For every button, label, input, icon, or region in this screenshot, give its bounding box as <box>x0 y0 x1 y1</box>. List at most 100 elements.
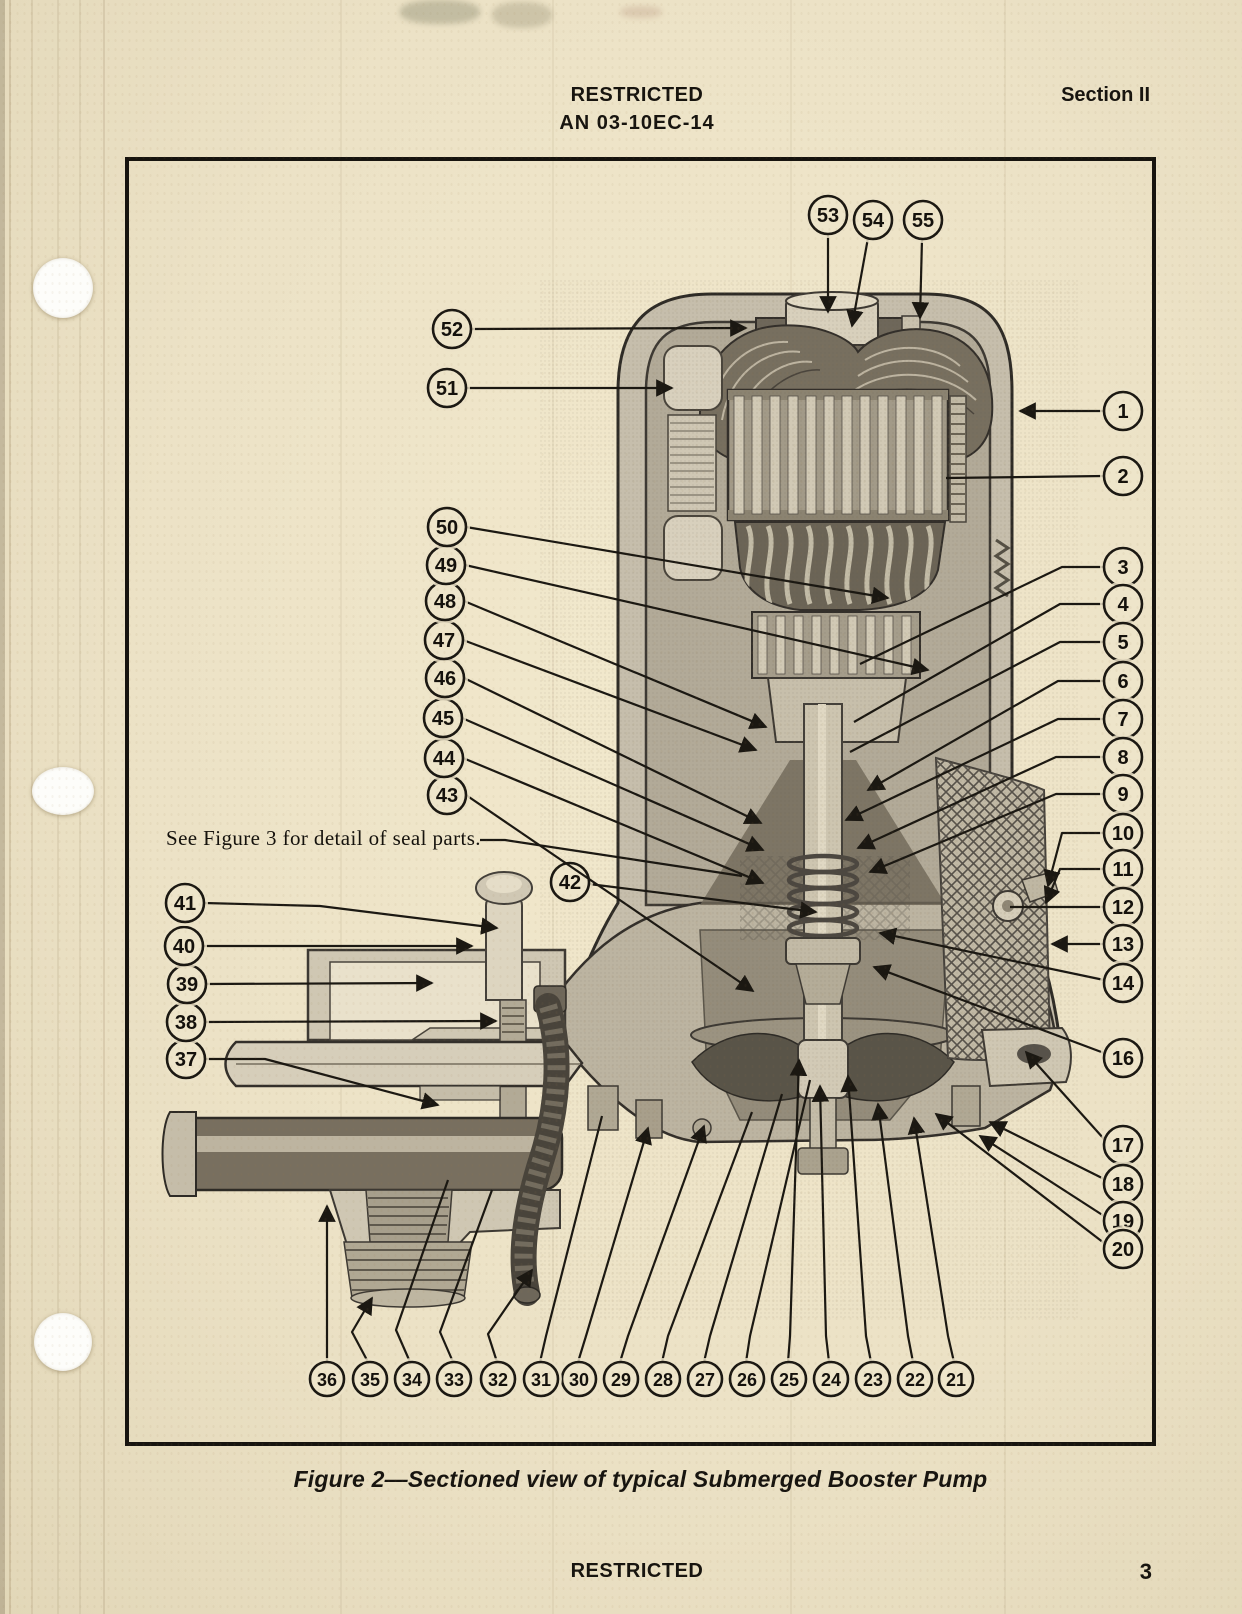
svg-text:53: 53 <box>817 205 839 227</box>
svg-text:37: 37 <box>175 1049 197 1071</box>
svg-text:38: 38 <box>175 1012 197 1034</box>
callout-2: 2 <box>945 453 1146 499</box>
svg-text:2: 2 <box>1117 466 1128 488</box>
svg-text:29: 29 <box>611 1370 631 1390</box>
callout-45: 45 <box>420 695 765 852</box>
callout-43: 43 <box>424 772 755 992</box>
svg-text:3: 3 <box>1117 557 1128 579</box>
callout-39: 39 <box>164 961 434 1007</box>
svg-text:54: 54 <box>862 210 885 232</box>
callout-7: 7 <box>844 696 1146 822</box>
callout-30: 30 <box>558 1126 652 1400</box>
callout-33: 33 <box>433 1189 494 1400</box>
svg-text:30: 30 <box>569 1370 589 1390</box>
note-leader-line <box>480 838 743 878</box>
svg-text:13: 13 <box>1112 934 1134 956</box>
callout-55: 55 <box>900 197 946 320</box>
callout-46: 46 <box>422 655 763 824</box>
inlet-flange-assembly <box>161 871 584 1308</box>
svg-text:47: 47 <box>433 630 455 652</box>
page-number: 3 <box>1139 1559 1152 1584</box>
svg-text:46: 46 <box>434 668 456 690</box>
svg-text:11: 11 <box>1112 859 1133 881</box>
figure-caption: Figure 2—Sectioned view of typical Subme… <box>293 1466 988 1492</box>
svg-text:10: 10 <box>1112 823 1134 845</box>
callout-35: 35 <box>349 1296 391 1400</box>
callout-22: 22 <box>871 1102 936 1400</box>
svg-text:18: 18 <box>1112 1174 1134 1196</box>
svg-text:4: 4 <box>1117 594 1129 616</box>
callout-31: 31 <box>520 1115 604 1400</box>
callout-14: 14 <box>878 927 1146 1006</box>
svg-text:49: 49 <box>435 555 457 577</box>
callout-1: 1 <box>1018 388 1146 434</box>
svg-text:36: 36 <box>317 1370 337 1390</box>
svg-text:14: 14 <box>1112 973 1135 995</box>
svg-text:43: 43 <box>436 785 458 807</box>
punch-hole <box>33 258 93 318</box>
svg-text:35: 35 <box>360 1370 380 1390</box>
svg-text:50: 50 <box>436 517 458 539</box>
svg-text:33: 33 <box>444 1370 464 1390</box>
svg-text:32: 32 <box>488 1370 508 1390</box>
callout-50: 50 <box>424 504 890 605</box>
callout-3: 3 <box>859 544 1146 665</box>
callout-37: 37 <box>163 1036 440 1110</box>
svg-text:48: 48 <box>434 591 456 613</box>
callout-11: 11 <box>1043 846 1146 905</box>
callout-38: 38 <box>163 999 498 1045</box>
callout-41: 41 <box>162 880 499 935</box>
callout-5: 5 <box>849 619 1146 753</box>
callout-53: 53 <box>805 192 851 314</box>
svg-text:17: 17 <box>1112 1135 1134 1157</box>
svg-text:24: 24 <box>821 1370 841 1390</box>
callout-52: 52 <box>429 306 748 352</box>
callout-18: 18 <box>988 1121 1146 1207</box>
figure-note: See Figure 3 for detail of seal parts. <box>166 826 481 850</box>
svg-text:41: 41 <box>174 893 196 915</box>
svg-text:16: 16 <box>1112 1048 1134 1070</box>
callout-23: 23 <box>840 1074 894 1400</box>
callout-36: 36 <box>306 1204 348 1400</box>
svg-text:23: 23 <box>863 1370 883 1390</box>
svg-text:5: 5 <box>1117 632 1128 654</box>
svg-text:7: 7 <box>1117 709 1128 731</box>
svg-text:40: 40 <box>173 936 195 958</box>
svg-text:27: 27 <box>695 1370 715 1390</box>
callout-34: 34 <box>391 1179 450 1400</box>
callout-16: 16 <box>872 964 1146 1081</box>
callout-28: 28 <box>642 1111 754 1400</box>
callout-13: 13 <box>1050 921 1146 967</box>
svg-text:26: 26 <box>737 1370 757 1390</box>
svg-text:52: 52 <box>441 319 463 341</box>
header-section-label: Section II <box>1061 84 1150 106</box>
callout-24: 24 <box>810 1084 852 1400</box>
svg-text:44: 44 <box>433 748 456 770</box>
callout-51: 51 <box>424 365 674 411</box>
figure-border <box>125 157 1156 1446</box>
svg-text:12: 12 <box>1112 897 1134 919</box>
header-doc-number: AN 03-10EC-14 <box>559 112 715 134</box>
svg-text:25: 25 <box>779 1370 799 1390</box>
punch-hole <box>34 1313 92 1371</box>
callout-20: 20 <box>934 1112 1146 1272</box>
header-restricted: RESTRICTED <box>570 84 704 106</box>
svg-text:31: 31 <box>531 1370 551 1390</box>
callout-17: 17 <box>1024 1050 1146 1168</box>
svg-text:42: 42 <box>559 872 581 894</box>
svg-text:51: 51 <box>436 378 458 400</box>
svg-text:45: 45 <box>432 708 454 730</box>
callout-4: 4 <box>853 581 1146 723</box>
svg-text:55: 55 <box>912 210 934 232</box>
callout-25: 25 <box>768 1058 810 1400</box>
callout-9: 9 <box>868 771 1146 874</box>
svg-text:21: 21 <box>946 1370 966 1390</box>
punch-hole <box>32 767 94 815</box>
callout-49: 49 <box>423 542 930 676</box>
callout-6: 6 <box>866 658 1146 791</box>
svg-text:28: 28 <box>653 1370 673 1390</box>
callout-42: 42 <box>547 859 818 919</box>
callout-21: 21 <box>907 1116 977 1400</box>
